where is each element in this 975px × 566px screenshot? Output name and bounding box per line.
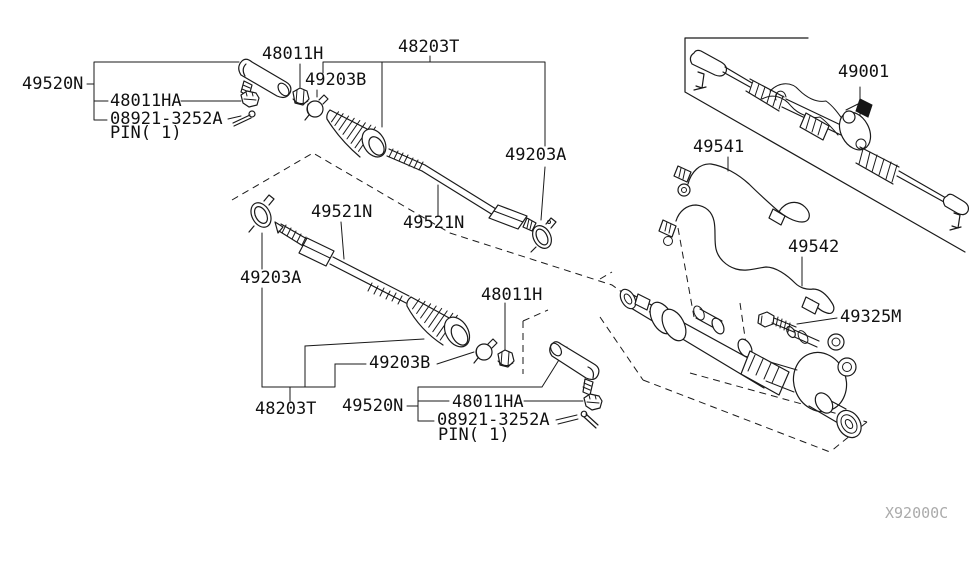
boot-clamp-b-lower — [473, 338, 498, 364]
label-49521N-left: 49521N — [311, 202, 373, 222]
label-49203B-lower: 49203B — [369, 353, 431, 373]
cotter-pin-upper — [232, 110, 256, 127]
steering-gear-assembly — [689, 49, 970, 231]
tie-rod-end-lower — [549, 341, 600, 396]
label-48011H-upper: 48011H — [262, 44, 324, 64]
castle-nut-upper — [240, 90, 260, 108]
jam-nut-upper — [292, 87, 310, 106]
label-08921-3252A-upper: 08921-3252A — [110, 109, 223, 129]
mount-bolt-49325m — [757, 311, 797, 333]
pressure-tube-49541 — [673, 163, 810, 226]
gear-housing — [619, 288, 862, 439]
cotter-pin-lower — [580, 410, 599, 429]
inner-tie-rod-lower — [274, 221, 410, 305]
label-49542: 49542 — [788, 237, 840, 257]
label-49521N-right: 49521N — [403, 213, 465, 233]
label-49203A-upper: 49203A — [505, 145, 567, 165]
boot-lower — [406, 296, 471, 348]
label-49203B-upper: 49203B — [305, 70, 367, 90]
label-49520N-lower: 49520N — [342, 396, 404, 416]
boot-clamp-a-upper — [530, 217, 557, 253]
inner-tie-rod-upper — [386, 148, 537, 232]
dashed-guides — [231, 152, 868, 453]
label-08921-3252A-lower: 08921-3252A — [437, 410, 550, 430]
label-48011HA-upper: 48011HA — [110, 91, 182, 111]
label-49001: 49001 — [838, 62, 890, 82]
label-48011HA-lower: 48011HA — [452, 392, 524, 412]
boot-clamp-a-lower — [248, 194, 275, 233]
frame-lines — [684, 37, 966, 253]
castle-nut-lower — [583, 393, 603, 411]
jam-nut-lower — [497, 349, 515, 368]
label-48203T-upper: 48203T — [398, 37, 460, 57]
label-48203T-lower: 48203T — [255, 399, 317, 419]
boot-upper — [326, 109, 387, 158]
label-49541: 49541 — [693, 137, 745, 157]
figure-code-watermark: X92000C — [885, 504, 949, 522]
boot-clamp-upper — [304, 94, 329, 121]
label-pin-note-upper: PIN( 1) — [110, 123, 182, 143]
label-pin-note-lower: PIN( 1) — [438, 425, 510, 445]
label-49520N-upper: 49520N — [22, 74, 84, 94]
label-48011H-lower: 48011H — [481, 285, 543, 305]
label-49203A-lower: 49203A — [240, 268, 302, 288]
label-49325M: 49325M — [840, 307, 902, 327]
return-tube-49542 — [658, 204, 835, 315]
